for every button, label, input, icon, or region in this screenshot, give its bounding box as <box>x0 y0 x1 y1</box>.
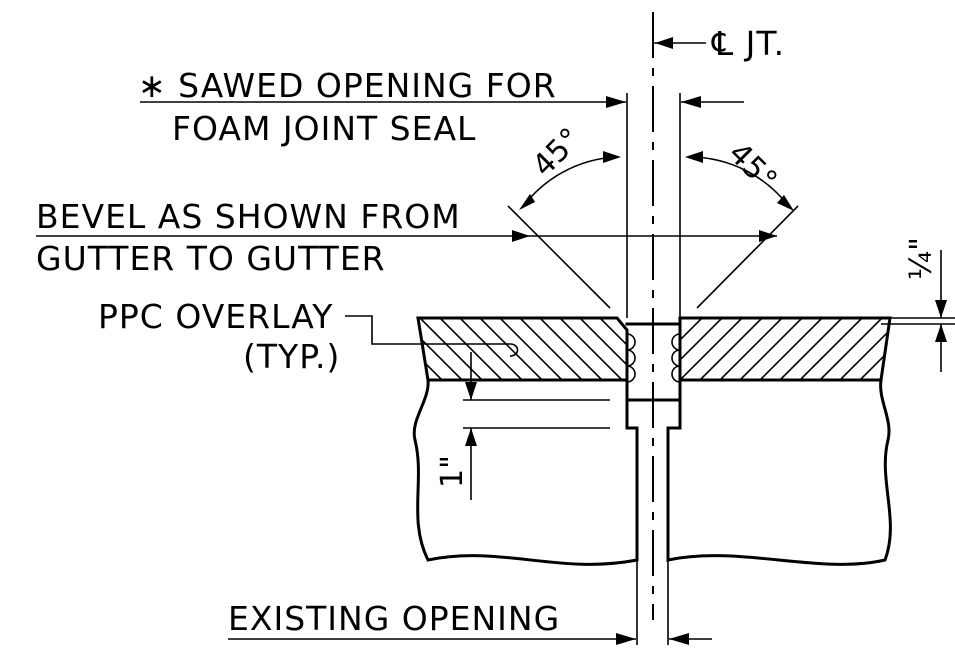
hatch-line <box>759 318 823 380</box>
hatch-line <box>699 318 763 380</box>
sawed-label-1: ∗ SAWED OPENING FOR <box>138 66 557 105</box>
hatch-line <box>839 318 890 380</box>
angle-arc-right <box>689 156 791 209</box>
bevel-label-1: BEVEL AS SHOWN FROM <box>36 197 461 236</box>
angle-label-left: 45° <box>526 121 588 183</box>
hatch-line <box>418 318 443 380</box>
hatch-line <box>519 318 583 380</box>
bevel-line-left <box>507 205 611 309</box>
bevel-label-2: GUTTER TO GUTTER <box>36 239 386 278</box>
existing-label: EXISTING OPENING <box>228 599 560 638</box>
hatch-line <box>539 318 603 380</box>
sawed-label-2: FOAM JOINT SEAL <box>172 109 476 148</box>
hatch-line <box>940 318 955 380</box>
hatch-line <box>559 318 623 380</box>
overlay-label-1: PPC OVERLAY <box>98 297 333 336</box>
overlay-leader <box>345 315 519 357</box>
hatch-line <box>680 318 743 380</box>
hatch-line <box>739 318 803 380</box>
overlay-hatch-left <box>418 318 627 380</box>
hatch-line <box>719 318 783 380</box>
hatch-line <box>920 318 955 380</box>
hatch-line <box>479 318 543 380</box>
hatch-line <box>419 318 483 380</box>
angle-label-right: 45° <box>721 136 783 198</box>
right-slab-outline <box>666 316 892 566</box>
bevel-line-right <box>696 205 799 309</box>
hatch-line <box>779 318 843 380</box>
hatch-line <box>499 318 563 380</box>
hatch-line <box>579 318 627 380</box>
hatch-line <box>819 318 883 380</box>
overlay-label-2: (TYP.) <box>243 337 340 376</box>
left-slab-outline <box>412 316 639 566</box>
hatch-line <box>900 318 955 380</box>
overlay-hatch-right <box>680 318 955 380</box>
hatch-line <box>439 318 503 380</box>
hatch-line <box>418 318 463 380</box>
hatch-line <box>859 318 890 380</box>
foam-seal-loops <box>626 333 681 383</box>
hatch-line <box>799 318 863 380</box>
hatch-line <box>459 318 523 380</box>
centerline-arrow <box>655 37 673 49</box>
one-dim-label: 1" <box>435 455 470 488</box>
hatch-line <box>680 318 703 380</box>
quarter-dim-label: ¼" <box>904 237 939 280</box>
hatch-line <box>599 318 627 380</box>
hatch-line <box>680 318 723 380</box>
centerline-label: ℄ JT. <box>711 24 785 63</box>
